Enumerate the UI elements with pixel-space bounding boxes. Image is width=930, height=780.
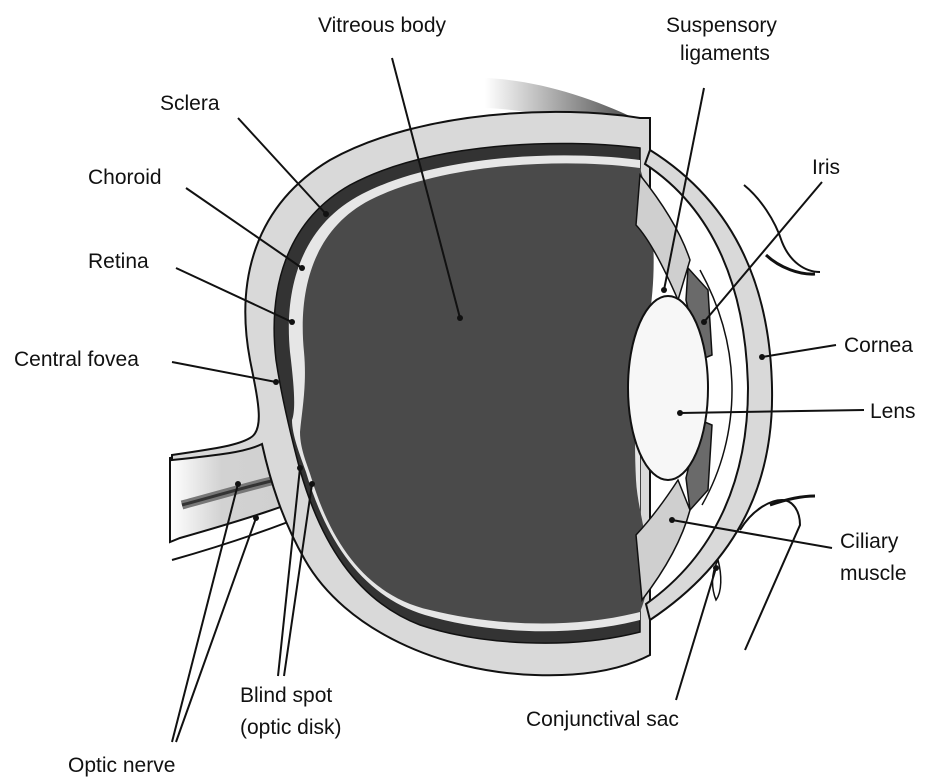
- dot-iris: [701, 319, 707, 325]
- dot-conjunctival-sac: [713, 565, 719, 571]
- label-sclera: Sclera: [160, 92, 220, 115]
- label-conjunctival-sac: Conjunctival sac: [526, 708, 679, 731]
- dot-optic-nerve-a: [235, 481, 241, 487]
- dot-sclera: [323, 211, 329, 217]
- dot-blind-spot-a: [297, 465, 303, 471]
- dot-retina: [289, 319, 295, 325]
- dot-cornea: [759, 354, 765, 360]
- dot-vitreous-body: [457, 315, 463, 321]
- dot-choroid: [299, 265, 305, 271]
- label-choroid: Choroid: [88, 166, 162, 189]
- dot-blind-spot-b: [309, 481, 315, 487]
- dot-central-fovea: [273, 379, 279, 385]
- label-ciliary-muscle-line2: muscle: [840, 562, 907, 585]
- label-lens: Lens: [870, 400, 916, 423]
- label-cornea: Cornea: [844, 334, 913, 357]
- label-central-fovea: Central fovea: [14, 348, 139, 371]
- leader-cornea: [762, 345, 836, 357]
- label-ciliary-muscle-line1: Ciliary: [840, 530, 899, 553]
- label-blind-spot-line1: Blind spot: [240, 684, 332, 707]
- label-optic-nerve: Optic nerve: [68, 754, 175, 777]
- lens-shape: [628, 296, 708, 480]
- vitreous-body-shape: [300, 163, 654, 623]
- label-retina: Retina: [88, 250, 149, 273]
- dot-lens: [677, 410, 683, 416]
- dot-ciliary-muscle: [669, 517, 675, 523]
- label-vitreous-body: Vitreous body: [318, 14, 447, 37]
- dot-suspensory-ligaments: [661, 287, 667, 293]
- dot-optic-nerve-b: [253, 515, 259, 521]
- label-blind-spot-line2: (optic disk): [240, 716, 342, 739]
- label-suspensory-ligaments-line2: ligaments: [680, 42, 770, 65]
- label-suspensory-ligaments-line1: Suspensory: [666, 14, 777, 37]
- label-iris: Iris: [812, 156, 840, 179]
- lower-lid-outline: [740, 500, 800, 650]
- leader-ciliary-muscle: [672, 520, 832, 548]
- leader-optic-nerve-b: [176, 518, 256, 742]
